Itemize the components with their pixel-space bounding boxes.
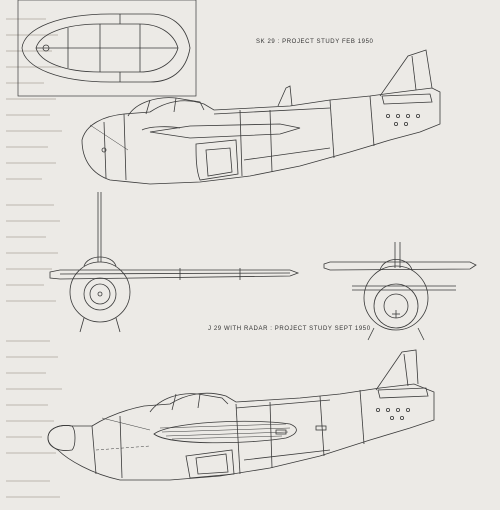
sk29-side-view xyxy=(81,49,441,185)
front-view-right xyxy=(323,242,477,341)
canopy-plan-view xyxy=(17,0,197,97)
caption-j29-radar: J 29 WITH RADAR : PROJECT STUDY SEPT 195… xyxy=(208,326,371,332)
bleed-through-text xyxy=(0,0,70,510)
caption-sk29: SK 29 : PROJECT STUDY FEB 1950 xyxy=(256,39,374,45)
front-view-left xyxy=(49,192,300,333)
j29-radar-side-view xyxy=(47,349,435,481)
